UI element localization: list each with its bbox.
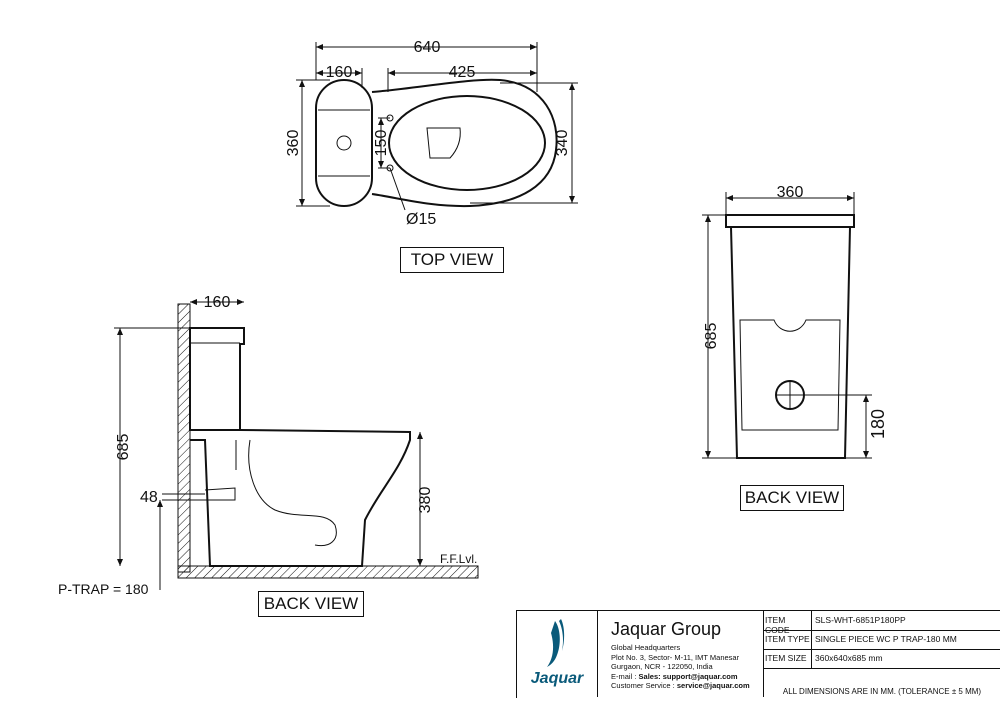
floor-hatch: [177, 565, 479, 579]
dim-160-side: 160: [204, 294, 231, 311]
brand-logo: Jaquar: [517, 611, 598, 697]
jaquar-logo-icon: Jaquar: [531, 619, 584, 687]
side-view-label: BACK VIEW: [258, 591, 364, 617]
dim-380: 380: [417, 487, 434, 514]
company-info: Jaquar Group Global Headquarters Plot No…: [597, 611, 764, 697]
item-size-value: 360x640x685 mm: [815, 653, 883, 663]
ptrap-label: P-TRAP = 180: [58, 581, 149, 597]
item-type-key: ITEM TYPE: [765, 634, 810, 644]
address-line: Plot No. 3, Sector- M-11, IMT Manesar: [611, 652, 740, 662]
service-value[interactable]: service@jaquar.com: [676, 681, 750, 690]
flush-button-icon: [336, 135, 352, 151]
top-view-bowl-outline: [371, 78, 558, 208]
dim-685-side: 685: [115, 434, 132, 461]
dim-180: 180: [868, 409, 888, 439]
dim-685-back: 685: [703, 323, 720, 350]
company-name: Jaquar Group: [611, 619, 722, 639]
dim-48: 48: [140, 489, 158, 506]
side-view-bowl: [190, 429, 411, 567]
service-label: Customer Service :: [611, 681, 677, 690]
email-label: Sales:: [638, 671, 663, 681]
dim-360-back: 360: [777, 184, 804, 201]
title-block: Jaquar Jaquar Group Global Headquarters …: [516, 610, 1000, 698]
item-code-key: ITEM CODE: [765, 615, 790, 635]
side-view-tank: [189, 327, 245, 431]
side-view: 160 685 380 48 P-TRAP = 180 F.F.Lvl.: [58, 294, 479, 597]
top-view-tank-outline: [315, 79, 373, 207]
wall-hatch: [177, 303, 191, 573]
item-size-row: ITEM SIZE 360x640x685 mm: [763, 649, 1000, 669]
tolerance-note: ALL DIMENSIONS ARE IN MM. (TOLERANCE ± 5…: [782, 687, 982, 696]
dim-360-top: 360: [285, 130, 302, 157]
dim-425: 425: [449, 64, 476, 81]
floor-level-label: F.F.Lvl.: [440, 552, 477, 566]
address-line: Gurgaon, NCR - 122050, India: [611, 662, 713, 671]
top-view-label: TOP VIEW: [400, 247, 504, 273]
item-type-value: SINGLE PIECE WC P TRAP-180 MM: [815, 634, 957, 644]
item-code-value: SLS-WHT-6851P180PP: [815, 615, 906, 625]
dim-160: 160: [326, 64, 353, 81]
back-view: 360 685 180: [702, 184, 888, 459]
dim-150: 150: [373, 130, 390, 157]
brand-name: Jaquar: [531, 670, 584, 687]
item-type-row: ITEM TYPE SINGLE PIECE WC P TRAP-180 MM: [763, 630, 1000, 650]
item-code-row: ITEM CODE SLS-WHT-6851P180PP: [763, 611, 1000, 635]
back-view-lid: [725, 214, 855, 228]
email-value[interactable]: support@jaquar.com: [662, 671, 738, 681]
back-view-label: BACK VIEW: [740, 485, 844, 511]
dim-640: 640: [414, 39, 441, 56]
company-address: Global Headquarters Plot No. 3, Sector- …: [611, 643, 750, 691]
dim-hole-diameter: Ø15: [406, 211, 436, 228]
top-view: 640 160 425 360 340 150 Ø15: [285, 39, 578, 228]
email-prefix: E-mail :: [611, 671, 639, 681]
dim-340: 340: [554, 130, 571, 157]
item-size-key: ITEM SIZE: [765, 653, 807, 663]
address-line: Global Headquarters: [611, 643, 681, 652]
back-view-body: [729, 226, 852, 459]
